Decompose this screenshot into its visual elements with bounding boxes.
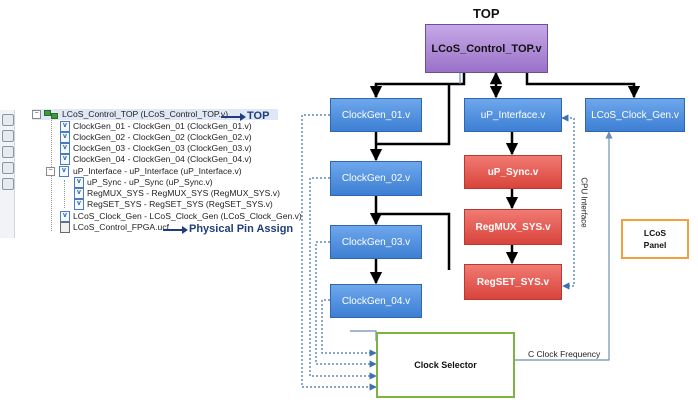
c-clock-frequency-label: C Clock Frequency — [528, 349, 601, 359]
constraint-file-icon — [60, 222, 70, 233]
regset-sys-node: RegSET_SYS.v — [464, 264, 562, 300]
edit-file-icon[interactable] — [2, 162, 14, 174]
tree-item-label: LCoS_Control_FPGA.ucf — [73, 222, 170, 232]
tool-strip — [0, 110, 15, 238]
clockgen-02-node: ClockGen_02.v — [330, 161, 422, 196]
clockgen-01-node: ClockGen_01.v — [330, 98, 422, 132]
top-annotation-arrow — [221, 113, 246, 121]
collapse-icon[interactable]: − — [32, 110, 41, 119]
top-annotation: TOP — [247, 110, 270, 122]
tree-item-label: RegMUX_SYS - RegMUX_SYS (RegMUX_SYS.v) — [87, 188, 280, 198]
verilog-file-icon: v — [74, 177, 84, 188]
view-panel-icon[interactable] — [2, 178, 14, 190]
verilog-file-icon: v — [60, 154, 70, 165]
up-sync-node: uP_Sync.v — [464, 155, 562, 189]
new-source-icon[interactable] — [2, 130, 14, 142]
hierarchy-tree: − LCoS_Control_TOP (LCoS_Control_TOP.v) … — [30, 109, 320, 239]
collapse-icon[interactable]: − — [46, 167, 55, 176]
pin-annotation: Physical Pin Assign — [189, 223, 294, 235]
add-source-icon[interactable] — [2, 114, 14, 126]
lcos-panel-node: LCoS Panel — [621, 219, 689, 259]
verilog-file-icon: v — [60, 143, 70, 154]
tree-item-label: RegSET_SYS - RegSET_SYS (RegSET_SYS.v) — [87, 199, 273, 209]
tree-item-label: ClockGen_03 - ClockGen_03 (ClockGen_03.v… — [73, 143, 252, 153]
cpu-interface-label: CPU Interface — [579, 177, 589, 228]
verilog-file-icon: v — [74, 188, 84, 199]
tree-item-label: ClockGen_04 - ClockGen_04 (ClockGen_04.v… — [73, 154, 252, 164]
tree-item-label: LCoS_Control_TOP (LCoS_Control_TOP.v) — [62, 109, 229, 119]
verilog-file-icon: v — [60, 132, 70, 143]
tree-item-label: LCoS_Clock_Gen - LCoS_Clock_Gen (LCoS_Cl… — [73, 211, 302, 221]
clock-selector-node: Clock Selector — [376, 332, 515, 398]
tree-item-label: ClockGen_01 - ClockGen_01 (ClockGen_01.v… — [73, 121, 252, 131]
tree-item-label: uP_Sync - uP_Sync (uP_Sync.v) — [87, 177, 213, 187]
design-properties-icon[interactable] — [2, 146, 14, 158]
tree-item-top[interactable]: − LCoS_Control_TOP (LCoS_Control_TOP.v) — [32, 109, 278, 120]
verilog-file-icon: v — [60, 121, 70, 132]
top-label: TOP — [473, 6, 500, 21]
clockgen-03-node: ClockGen_03.v — [330, 225, 422, 259]
top-module-node: LCoS_Control_TOP.v — [425, 24, 548, 73]
hierarchy-top-icon — [44, 110, 58, 119]
verilog-file-icon: v — [74, 199, 84, 210]
verilog-file-icon: v — [60, 211, 70, 222]
tree-item-label: ClockGen_02 - ClockGen_02 (ClockGen_02.v… — [73, 132, 252, 142]
tree-item-label: uP_Interface - uP_Interface (uP_Interfac… — [73, 166, 242, 176]
clockgen-04-node: ClockGen_04.v — [330, 284, 422, 318]
verilog-file-icon: v — [59, 166, 69, 177]
pin-annotation-arrow — [163, 226, 188, 234]
lcos-clock-gen-node: LCoS_Clock_Gen.v — [585, 98, 685, 132]
regmux-sys-node: RegMUX_SYS.v — [464, 209, 562, 245]
up-interface-node: uP_Interface.v — [464, 98, 562, 132]
